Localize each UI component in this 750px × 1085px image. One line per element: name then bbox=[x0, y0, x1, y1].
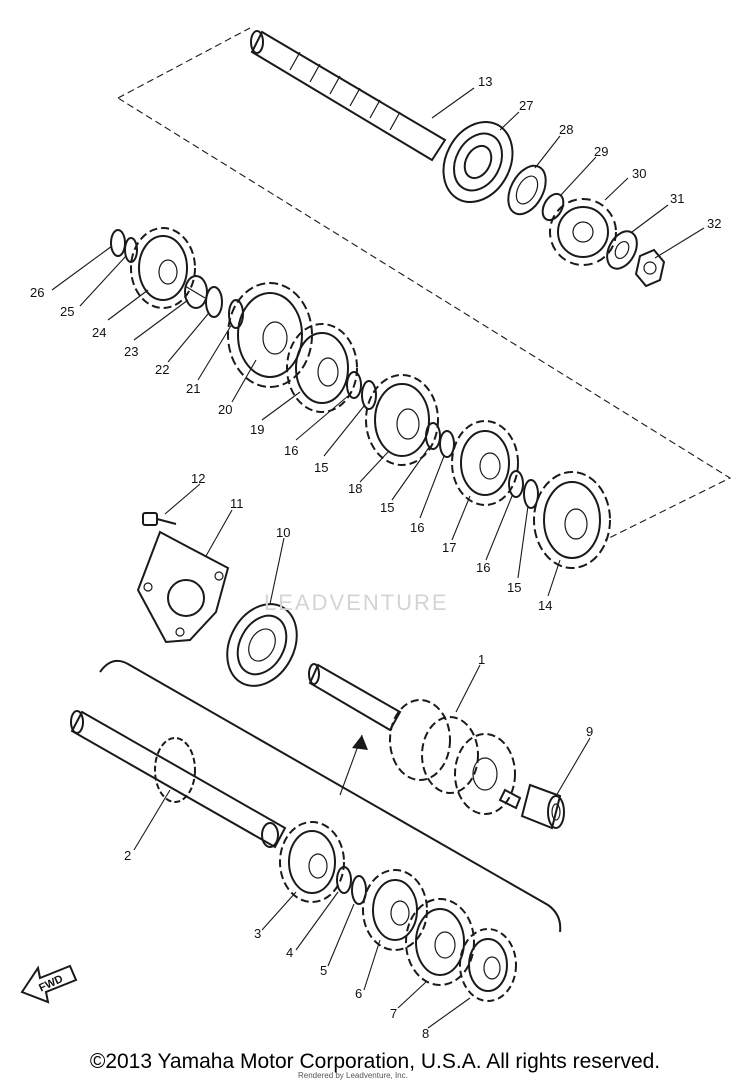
gear-6 bbox=[362, 869, 428, 951]
lock-washer-31 bbox=[606, 230, 638, 270]
circlip-5 bbox=[351, 875, 367, 905]
gear-7 bbox=[405, 898, 475, 986]
footer-small-text: Rendered by Leadventure, Inc. bbox=[298, 1071, 408, 1080]
callout-15c: 15 bbox=[507, 580, 521, 595]
callout-16c: 16 bbox=[476, 560, 490, 575]
copyright-notice: ©2013 Yamaha Motor Corporation, U.S.A. A… bbox=[89, 1050, 661, 1073]
gear-18 bbox=[365, 374, 439, 466]
callout-29: 29 bbox=[594, 144, 608, 159]
countershaft-assembly-1 bbox=[308, 663, 522, 815]
gear-24 bbox=[130, 227, 196, 309]
main-axle bbox=[250, 30, 447, 162]
drive-sprocket-30 bbox=[549, 198, 617, 266]
callout-15b: 15 bbox=[380, 500, 394, 515]
callout-5: 5 bbox=[320, 963, 327, 978]
gear-8 bbox=[459, 928, 517, 1002]
callout-25: 25 bbox=[60, 304, 74, 319]
washer-16-b bbox=[439, 430, 455, 458]
callout-13: 13 bbox=[478, 74, 492, 89]
nut-32 bbox=[634, 248, 666, 288]
callout-16b: 16 bbox=[410, 520, 424, 535]
gear-19 bbox=[286, 323, 358, 413]
main-axle-2 bbox=[70, 710, 287, 849]
callout-17: 17 bbox=[442, 540, 456, 555]
callout-15a: 15 bbox=[314, 460, 328, 475]
gear-14 bbox=[533, 471, 611, 569]
callouts: 13 27 28 29 30 31 32 26 25 24 23 22 21 2… bbox=[30, 74, 721, 1041]
callout-20: 20 bbox=[218, 402, 232, 417]
callout-11: 11 bbox=[230, 496, 244, 511]
callout-32: 32 bbox=[707, 216, 721, 231]
callout-22: 22 bbox=[155, 362, 169, 377]
callout-9: 9 bbox=[586, 724, 593, 739]
callout-16a: 16 bbox=[284, 443, 298, 458]
circlip-15-b bbox=[425, 422, 441, 450]
collar-29 bbox=[541, 192, 565, 222]
forward-direction-icon: FWD bbox=[20, 964, 78, 1004]
assembly-arrowhead bbox=[352, 735, 368, 750]
gear-3 bbox=[279, 821, 345, 903]
oil-seal-28 bbox=[507, 164, 547, 216]
callout-10: 10 bbox=[276, 525, 290, 540]
callout-14: 14 bbox=[538, 598, 552, 613]
bearing-27 bbox=[442, 120, 514, 204]
bushing-9 bbox=[520, 783, 565, 830]
bearing-10 bbox=[226, 603, 298, 687]
circlip-26 bbox=[110, 229, 126, 257]
callout-2: 2 bbox=[124, 848, 131, 863]
callout-18: 18 bbox=[348, 481, 362, 496]
callout-28: 28 bbox=[559, 122, 573, 137]
watermark-text: LEADVENTURE bbox=[264, 590, 449, 615]
leader-lines bbox=[51, 87, 705, 1029]
callout-8: 8 bbox=[422, 1026, 429, 1041]
callout-26: 26 bbox=[30, 285, 44, 300]
callout-30: 30 bbox=[632, 166, 646, 181]
callout-7: 7 bbox=[390, 1006, 397, 1021]
callout-6: 6 bbox=[355, 986, 362, 1001]
washer-16-a bbox=[346, 371, 362, 399]
washer-16-c bbox=[508, 470, 524, 498]
callout-3: 3 bbox=[254, 926, 261, 941]
bearing-plate-11 bbox=[136, 530, 230, 644]
circlip-15-a bbox=[361, 380, 377, 410]
circlip-15-c bbox=[523, 479, 539, 509]
assembly-bracket bbox=[99, 659, 562, 933]
callout-27: 27 bbox=[519, 98, 533, 113]
callout-4: 4 bbox=[286, 945, 293, 960]
washer-25 bbox=[124, 237, 138, 263]
callout-24: 24 bbox=[92, 325, 106, 340]
bolt-12 bbox=[142, 512, 177, 526]
callout-1: 1 bbox=[478, 652, 485, 667]
callout-19: 19 bbox=[250, 422, 264, 437]
callout-21: 21 bbox=[186, 381, 200, 396]
fwd-label: FWD bbox=[37, 973, 65, 994]
gear-17 bbox=[451, 420, 519, 506]
callout-12: 12 bbox=[191, 471, 205, 486]
assembly-outline bbox=[117, 27, 732, 541]
callout-31: 31 bbox=[670, 191, 684, 206]
circlip-22 bbox=[205, 286, 223, 318]
washer-4 bbox=[336, 866, 352, 894]
callout-23: 23 bbox=[124, 344, 138, 359]
